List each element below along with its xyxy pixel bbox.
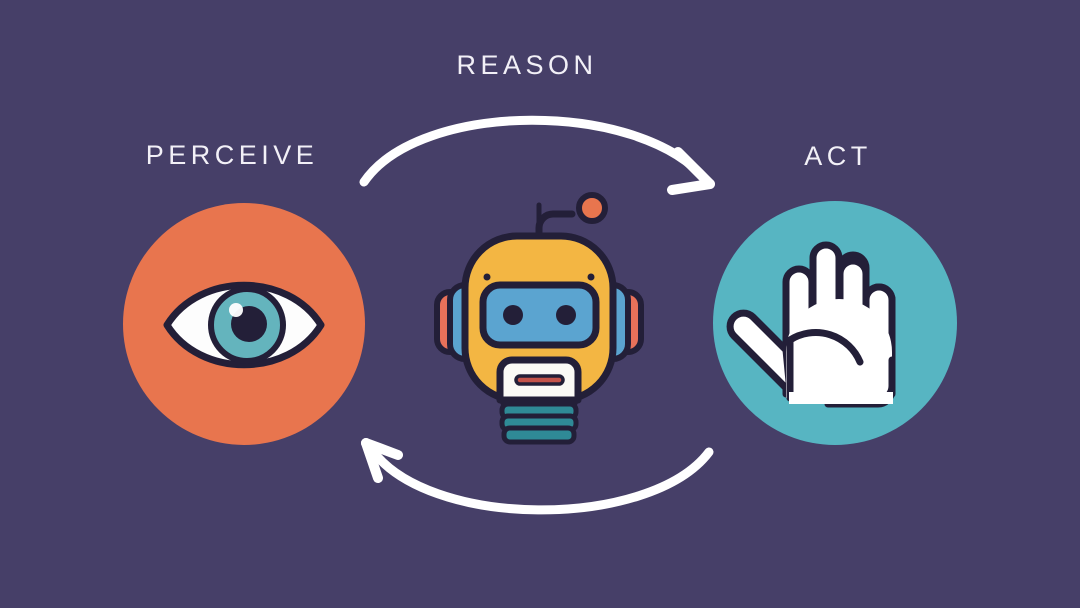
- eye-highlight: [229, 303, 243, 317]
- arrow-bottom-head-upper: [361, 438, 383, 483]
- robot-eye-right: [556, 305, 576, 325]
- perceive-label: PERCEIVE: [145, 140, 319, 170]
- robot-eye-left: [503, 305, 523, 325]
- robot-antenna-bulb: [576, 192, 608, 224]
- arrow-top-head-lower: [667, 179, 715, 195]
- robot-screw-right: [587, 273, 595, 281]
- node-perceive[interactable]: [123, 203, 365, 445]
- node-reason[interactable]: [434, 192, 644, 445]
- arrow-top-head-upper: [673, 147, 715, 189]
- robot-visor: [479, 281, 600, 349]
- hand-wrist: [789, 392, 893, 404]
- arrow-bottom-shaft: [365, 442, 714, 515]
- hand-palm-fill: [786, 299, 892, 398]
- eye-icon: [163, 281, 325, 369]
- hand-palm-left-edge: [786, 329, 864, 402]
- hand-icon: [726, 241, 896, 408]
- hand-thumb: [726, 309, 794, 396]
- arrow-top-shaft: [359, 115, 711, 187]
- robot-icon: [434, 192, 644, 445]
- arrow-perceive-to-act[interactable]: [359, 115, 715, 195]
- act-label: ACT: [804, 141, 872, 171]
- robot-screw-left: [483, 273, 491, 281]
- reason-label: REASON: [456, 50, 598, 80]
- robot-antenna-arm: [535, 210, 576, 252]
- arrow-act-to-perceive[interactable]: [361, 438, 714, 515]
- node-act[interactable]: [713, 201, 957, 445]
- robot-mouth-bar: [514, 374, 565, 386]
